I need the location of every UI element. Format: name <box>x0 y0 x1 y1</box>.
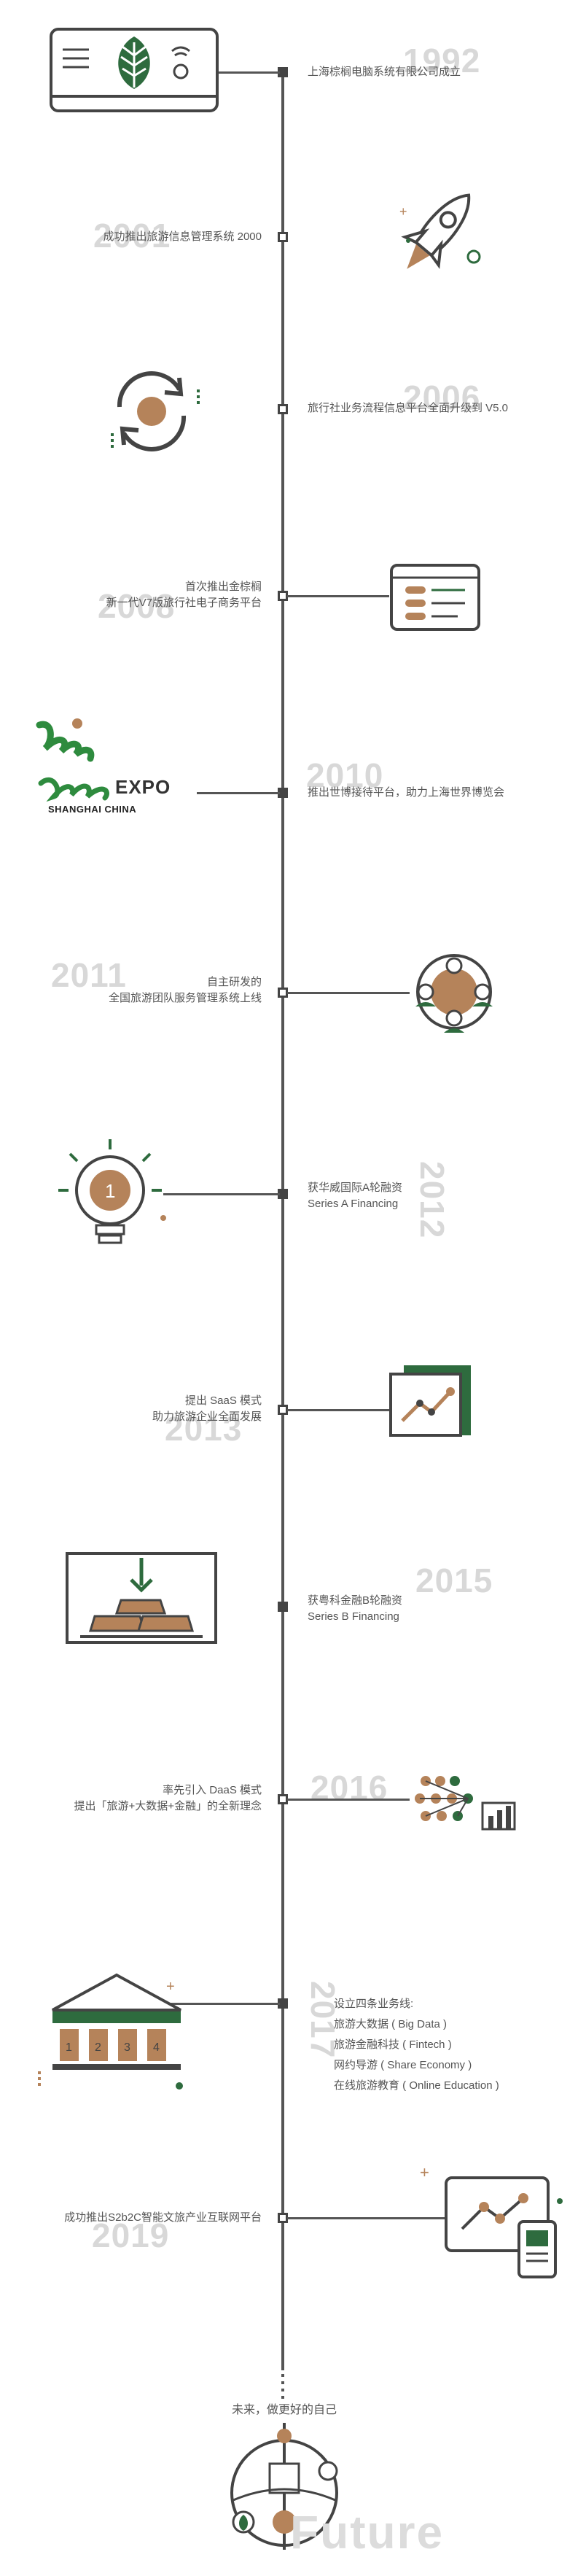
svg-text:+: + <box>420 2163 429 2181</box>
connector-line <box>287 2217 445 2219</box>
timeline-axis-dotted-end <box>281 2374 284 2403</box>
expo-caption: SHANGHAI CHINA <box>48 804 137 815</box>
timeline-marker <box>278 2213 288 2223</box>
event-text-line: 旅游金融科技 ( Fintech ) <box>334 2038 452 2051</box>
event-text-line: 新一代V7版旅行社电子商务平台 <box>106 597 262 609</box>
event-text-line: 首次推出金棕榈 <box>184 581 262 593</box>
event-description: 获粤科金融B轮融资 Series B Financing <box>308 1593 402 1625</box>
event-text-line: 推出世博接待平台，助力上海世界博览会 <box>308 786 505 799</box>
event-description: 首次推出金棕榈 新一代V7版旅行社电子商务平台 <box>106 579 262 611</box>
event-text-line: Series B Financing <box>308 1610 399 1623</box>
data-network-icon <box>410 1771 519 1834</box>
event-text-line: 成功推出S2b2C智能文旅产业互联网平台 <box>64 2211 262 2224</box>
timeline-marker <box>278 1794 288 1804</box>
event-text-line: 旅游大数据 ( Big Data ) <box>334 2018 448 2030</box>
computer-leaf-icon <box>48 26 220 115</box>
event-description: 旅行社业务流程信息平台全面升级到 V5.0 <box>308 400 508 416</box>
event-description: 获华威国际A轮融资 Series A Financing <box>308 1180 402 1212</box>
svg-text:+: + <box>399 204 407 219</box>
event-text-line: 助力旅游企业全面发展 <box>152 1411 262 1423</box>
rocket-icon: + <box>386 178 488 287</box>
future-word: Future <box>290 2506 445 2558</box>
event-text-line: 在线旅游教育 ( Online Education ) <box>334 2079 499 2092</box>
event-year: 2017 <box>304 1981 342 2059</box>
globe-city-icon <box>219 2420 350 2551</box>
event-year: 2016 <box>310 1769 388 1807</box>
event-text-line: Series A Financing <box>308 1198 399 1210</box>
connector-line <box>163 1193 280 1195</box>
event-text-line: 网约导游 ( Share Economy ) <box>334 2059 472 2071</box>
devices-icon: + <box>417 2163 563 2280</box>
event-year: 2011 <box>51 956 127 994</box>
event-year: 2012 <box>413 1161 451 1239</box>
event-description: 成功推出S2b2C智能文旅产业互联网平台 <box>64 2210 262 2226</box>
event-text-line: 全国旅游团队服务管理系统上线 <box>108 992 262 1004</box>
expo-word: EXPO <box>115 776 171 798</box>
timeline-marker <box>278 1602 288 1612</box>
refresh-cycle-icon <box>106 363 208 458</box>
event-text-line: 上海棕榈电脑系统有限公司成立 <box>308 66 461 78</box>
event-description: 推出世博接待平台，助力上海世界博览会 <box>308 785 504 801</box>
svg-text:1: 1 <box>66 2041 72 2054</box>
connector-line <box>197 792 280 794</box>
event-text-line: 成功推出旅游信息管理系统 2000 <box>103 230 262 243</box>
team-icon <box>410 947 499 1034</box>
future-caption: 未来，做更好的自己 <box>231 2404 337 2416</box>
gold-bars-icon <box>64 1551 219 1645</box>
timeline-marker <box>278 1405 288 1415</box>
event-text-line: 自主研发的 <box>206 976 262 988</box>
event-description: 设立四条业务线: 旅游大数据 ( Big Data ) 旅游金融科技 ( Fin… <box>334 1994 499 2096</box>
bank-icon: 1 2 3 4 + <box>36 1969 190 2093</box>
event-text-line: 率先引入 DaaS 模式 <box>163 1784 262 1796</box>
event-year: 2008 <box>98 587 176 625</box>
connector-line <box>287 595 389 597</box>
svg-text:2: 2 <box>95 2041 101 2054</box>
timeline-marker <box>278 232 288 242</box>
timeline-axis <box>281 73 284 2370</box>
connector-line <box>287 992 410 994</box>
event-description: 率先引入 DaaS 模式 提出「旅游+大数据+金融」的全新理念 <box>74 1782 262 1815</box>
connector-line <box>287 1799 410 1801</box>
svg-text:1: 1 <box>105 1180 115 1202</box>
connector-line <box>287 1409 399 1411</box>
svg-text:+: + <box>166 1979 175 1995</box>
lightbulb-coin-icon: 1 <box>48 1135 172 1256</box>
event-year: 2001 <box>93 217 171 255</box>
event-year: 2019 <box>92 2216 170 2254</box>
event-year: 2006 <box>403 379 481 416</box>
event-text-line: 获华威国际A轮融资 <box>308 1182 403 1194</box>
event-text-line: 设立四条业务线: <box>334 1998 414 2010</box>
event-year: 2015 <box>415 1561 493 1599</box>
timeline-marker <box>278 591 288 601</box>
event-text-line: 旅行社业务流程信息平台全面升级到 V5.0 <box>308 402 509 414</box>
event-description: 自主研发的 全国旅游团队服务管理系统上线 <box>109 974 262 1006</box>
timeline-marker <box>278 988 288 998</box>
event-year: 1992 <box>403 42 481 79</box>
connector-line <box>165 2003 280 2005</box>
event-description: 提出 SaaS 模式 助力旅游企业全面发展 <box>152 1393 262 1425</box>
timeline-marker <box>278 404 288 414</box>
event-description: 上海棕榈电脑系统有限公司成立 <box>308 64 461 80</box>
event-description: 成功推出旅游信息管理系统 2000 <box>103 229 262 245</box>
expo-logo: EXPO SHANGHAI CHINA <box>32 713 197 815</box>
svg-text:4: 4 <box>153 2041 160 2054</box>
event-text-line: 提出「旅游+大数据+金融」的全新理念 <box>74 1800 262 1812</box>
connector-line <box>219 71 280 74</box>
event-year: 2010 <box>306 756 384 794</box>
event-year: 2013 <box>165 1410 243 1448</box>
growth-chart-icon <box>388 1358 474 1438</box>
svg-text:3: 3 <box>124 2041 130 2054</box>
event-text-line: 提出 SaaS 模式 <box>184 1394 262 1407</box>
web-browser-icon <box>389 563 481 632</box>
event-text-line: 获粤科金融B轮融资 <box>308 1594 403 1607</box>
